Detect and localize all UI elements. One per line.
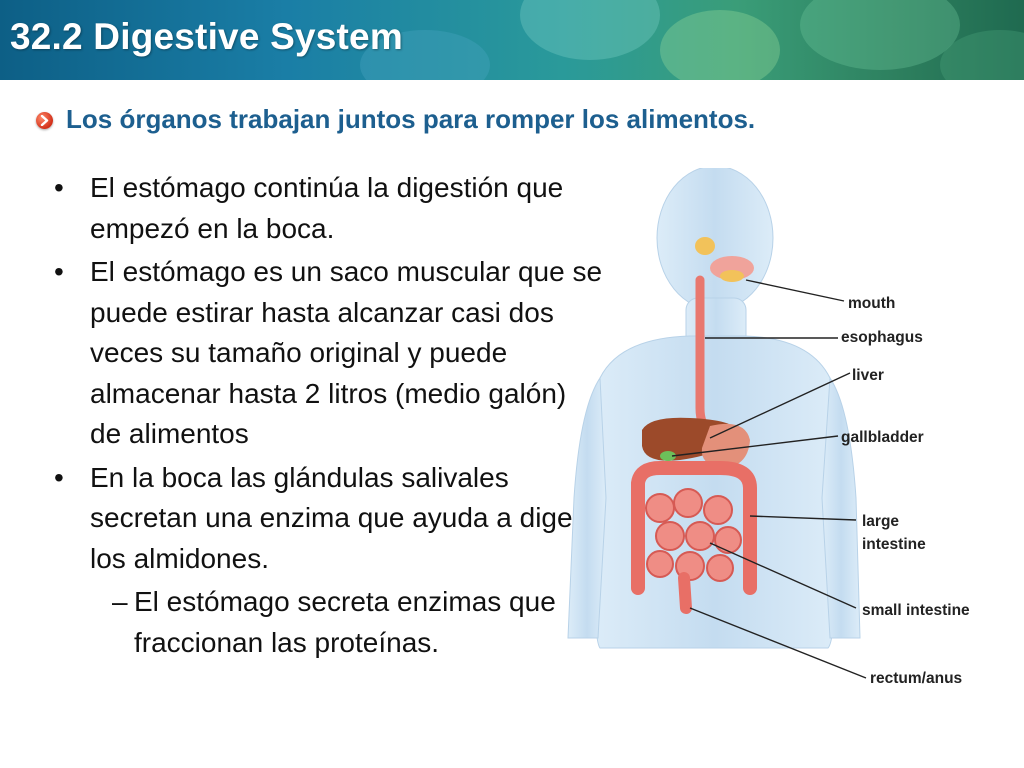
bullet-item: • El estómago es un saco muscular que se… xyxy=(44,252,604,455)
banner-texture xyxy=(360,30,490,80)
subtitle-row: Los órganos trabajan juntos para romper … xyxy=(36,104,1006,144)
header-banner: 32.2 Digestive System xyxy=(0,0,1024,80)
sub-bullet-mark: – xyxy=(112,586,128,617)
label-esophagus: esophagus xyxy=(841,329,923,346)
banner-texture xyxy=(800,0,960,70)
slide-subtitle: Los órganos trabajan juntos para romper … xyxy=(66,104,756,134)
bullet-item: • El estómago continúa la digestión que … xyxy=(44,168,604,249)
bullet-mark: • xyxy=(54,256,64,287)
bullet-text: El estómago es un saco muscular que se p… xyxy=(90,256,603,449)
sub-bullet-item: – El estómago secreta enzimas que fracci… xyxy=(44,582,604,663)
gallbladder-organ xyxy=(660,451,676,461)
label-gallbladder: gallbladder xyxy=(841,429,924,446)
banner-texture xyxy=(520,0,660,60)
bullet-mark: • xyxy=(54,172,64,203)
bullet-mark: • xyxy=(54,461,64,493)
digestive-system-diagram: mouth esophagus liver gallbladder large … xyxy=(567,168,970,687)
digestive-organs xyxy=(631,237,757,614)
label-large-intestine-line2: intestine xyxy=(862,536,926,553)
chevron-right-icon xyxy=(36,112,53,129)
leader-lines xyxy=(671,279,867,679)
bullet-text: En la boca las glándulas salivales secre… xyxy=(90,461,598,574)
stomach-organ xyxy=(701,423,750,468)
label-mouth: mouth xyxy=(848,295,895,312)
bullet-item: • En la boca las glándulas salivales sec… xyxy=(44,458,604,580)
bullet-list: • El estómago continúa la digestión que … xyxy=(44,168,604,663)
sub-bullet-text: El estómago secreta enzimas que fraccion… xyxy=(134,586,556,658)
rectum-organ xyxy=(678,572,692,614)
bullet-text: El estómago continúa la digestión que em… xyxy=(90,172,564,244)
tongue xyxy=(720,270,744,282)
label-small-intestine: small intestine xyxy=(862,602,970,619)
label-large-intestine-line1: large xyxy=(862,513,899,530)
label-rectum-anus: rectum/anus xyxy=(870,670,962,687)
small-intestine-organ xyxy=(645,488,742,582)
large-intestine-organ xyxy=(631,461,757,595)
banner-texture xyxy=(660,10,780,80)
label-liver: liver xyxy=(852,367,884,384)
salivary-gland xyxy=(695,237,715,255)
slide-title: 32.2 Digestive System xyxy=(10,16,403,57)
